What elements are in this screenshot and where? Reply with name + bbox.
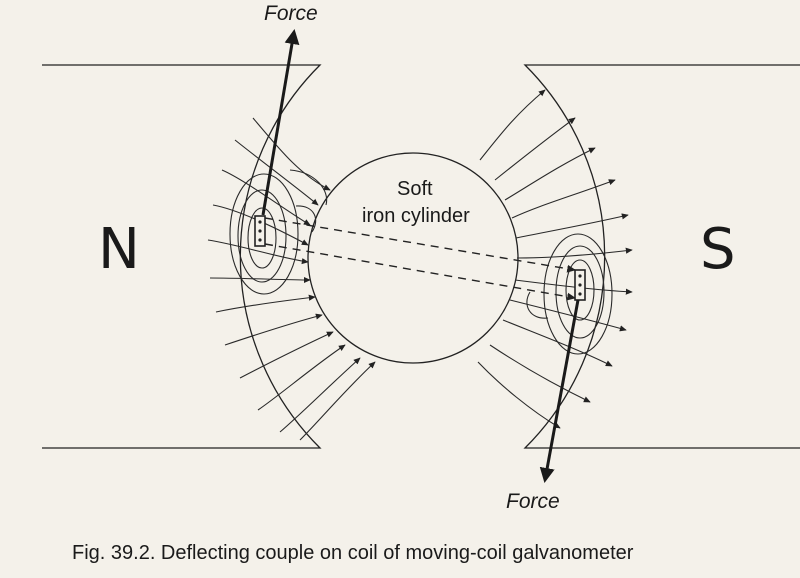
force-arrow-top [261, 29, 300, 216]
cylinder-label-line2: iron cylinder [362, 205, 470, 227]
north-pole-label: N [98, 217, 140, 282]
south-pole-label: S [700, 217, 736, 282]
coil-outline-dashed [264, 217, 576, 301]
force-label-top: Force [264, 2, 318, 25]
force-label-bottom: Force [506, 490, 560, 513]
coil-field-loops-right [526, 233, 613, 355]
force-arrow-bottom [539, 299, 580, 483]
figure-caption: Fig. 39.2. Deflecting couple on coil of … [72, 542, 634, 564]
cylinder-label-line1: Soft [397, 178, 433, 200]
field-lines-left [207, 117, 376, 441]
coil-conductor-right [574, 269, 586, 301]
coil-field-loops-left [229, 169, 328, 295]
coil-conductor-left [254, 215, 266, 247]
field-lines-right [477, 89, 633, 429]
